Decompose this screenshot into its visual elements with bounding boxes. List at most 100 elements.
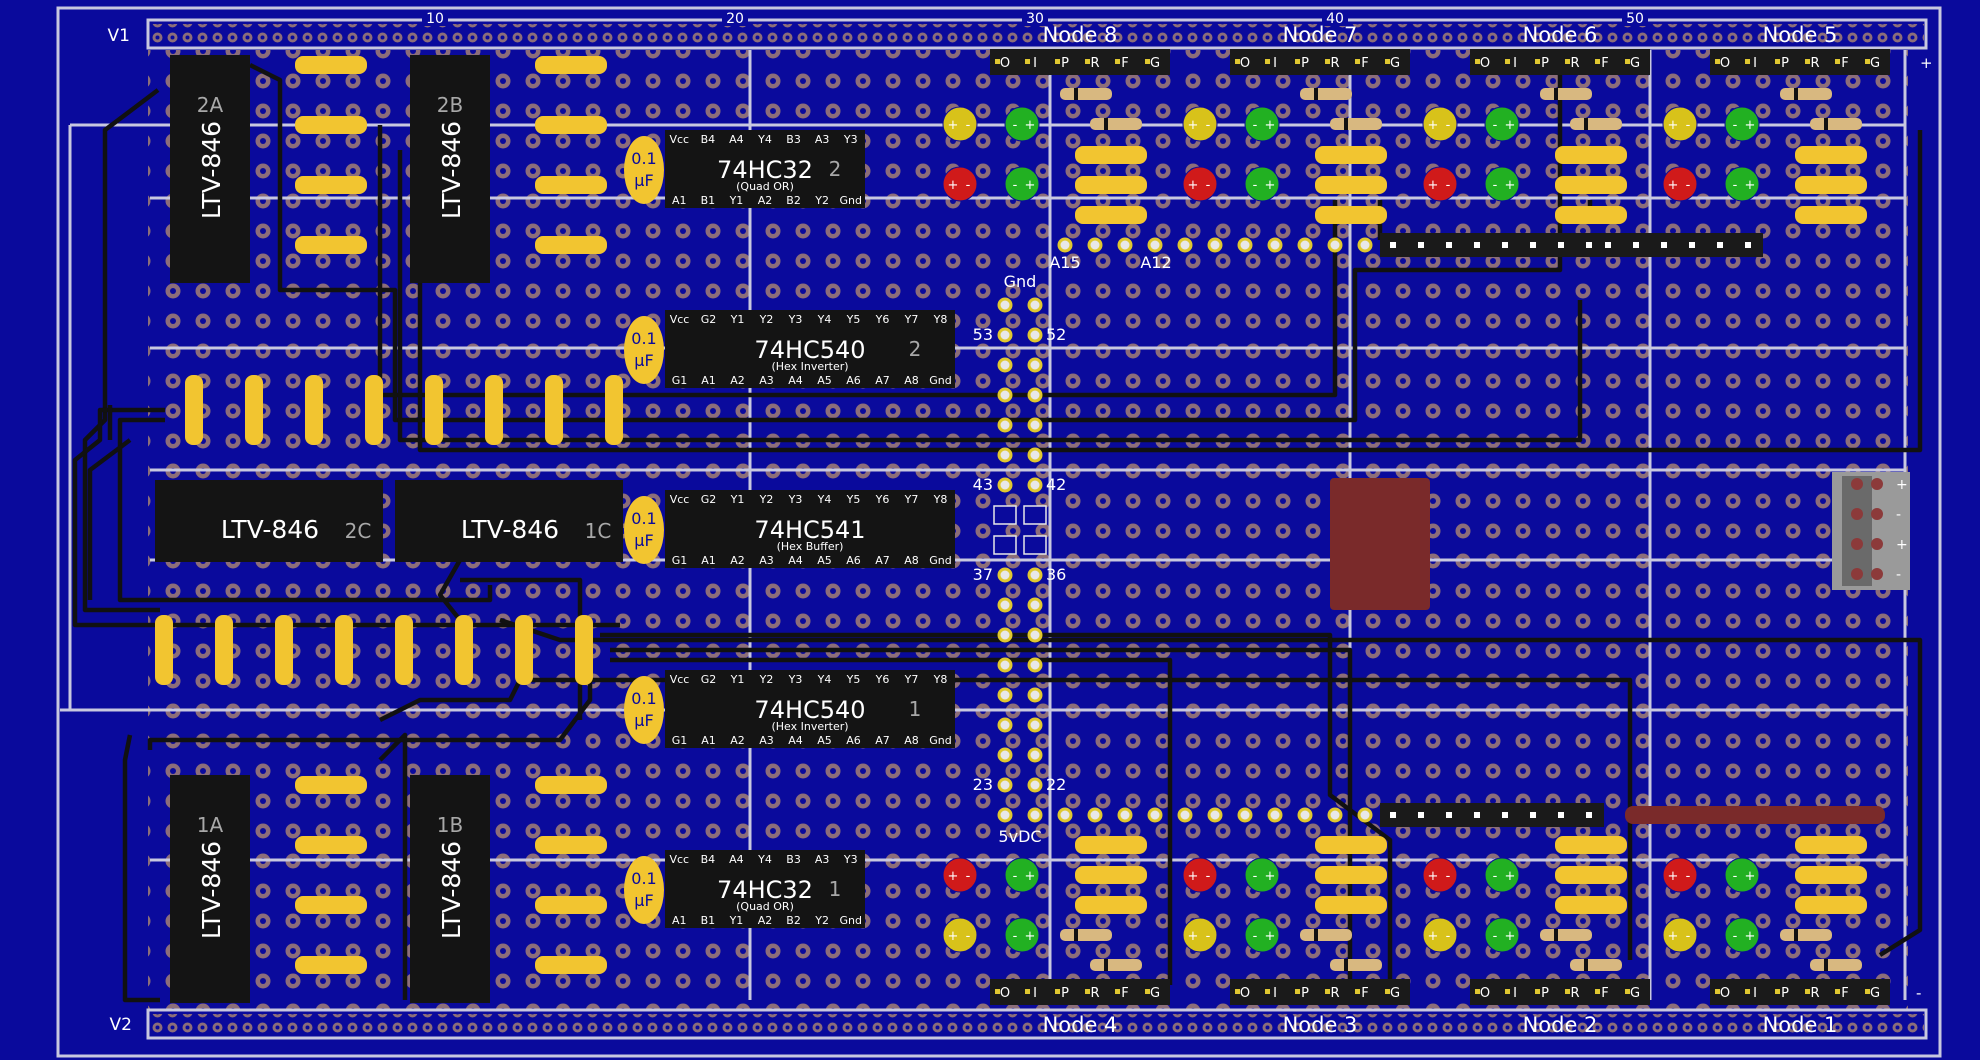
column-numbers: 10 20 30 40 50 [422, 10, 1648, 27]
address-pin [1237, 237, 1253, 253]
led [1422, 106, 1458, 142]
node-title: Node 1 [1763, 1013, 1838, 1037]
opto-part-label: LTV-846 [437, 121, 466, 219]
address-pin [1177, 807, 1193, 823]
opto-unit-label: 2C [345, 519, 372, 543]
optocoupler-1c: LTV-846 1C [395, 480, 623, 562]
cap-unit: µF [634, 171, 653, 190]
node-header-pin-label: G [1390, 56, 1400, 71]
capacitor: 0.1 µF [624, 676, 664, 744]
node-header-pin-label: G [1390, 986, 1400, 1001]
led-polarity: + [1188, 118, 1199, 133]
node-resistor [1315, 206, 1387, 224]
power-connector: + - + - [1832, 472, 1910, 590]
led-polarity: - [1206, 178, 1211, 193]
pin-header-block [1380, 803, 1604, 827]
node-diode [1300, 929, 1352, 941]
address-pin [1057, 237, 1073, 253]
node-resistor [1315, 866, 1387, 884]
led-polarity: + [1505, 869, 1516, 884]
header-pin [1027, 717, 1043, 733]
header-pin [997, 447, 1013, 463]
chip-pin-label: Vcc [670, 673, 690, 686]
led-polarity: + [1025, 929, 1036, 944]
node-diode [1090, 118, 1142, 130]
node-header-pin-label: G [1870, 56, 1880, 71]
led [1004, 857, 1040, 893]
rail-label-v1: V1 [108, 26, 130, 46]
pin-header-contact [1390, 242, 1396, 248]
pin-header-contact [1530, 812, 1536, 818]
node-header-pin-label: R [1090, 986, 1099, 1001]
node-header-pin-label: P [1061, 986, 1069, 1001]
chip-pin-label: Y2 [759, 313, 774, 326]
led-polarity: - [1446, 118, 1451, 133]
header-pin-slot [993, 505, 1017, 525]
led [1182, 106, 1218, 142]
chip-pin-label: A2 [730, 554, 745, 567]
header-pin [997, 777, 1013, 793]
node-header-pin-label: O [1000, 56, 1010, 71]
led [1484, 857, 1520, 893]
chip-unit-label: 1 [829, 877, 842, 901]
chip-pin-label: A8 [904, 554, 919, 567]
column-number: 40 [1326, 11, 1344, 27]
header-pin-slot [993, 535, 1017, 555]
chip-pin-label: A2 [758, 194, 773, 207]
rail-plus-mark: + [1920, 54, 1933, 72]
node-diode [1060, 929, 1112, 941]
led-polarity: - [1013, 178, 1018, 193]
node-header-pin-label: O [1240, 56, 1250, 71]
address-pin [1147, 237, 1163, 253]
cap-unit: µF [634, 531, 653, 550]
node-header-pin-label: F [1121, 986, 1128, 1001]
chip-pin-label: Y5 [846, 493, 861, 506]
header-pin [997, 297, 1013, 313]
led [1244, 857, 1280, 893]
opto-unit-label: 2A [197, 93, 224, 117]
address-pin [1207, 237, 1223, 253]
pin-header-block [1380, 233, 1604, 257]
chip-pin-label: B3 [786, 133, 801, 146]
chip-pin-label: Y1 [730, 493, 745, 506]
chip-pin-label: Y2 [759, 673, 774, 686]
cap-value: 0.1 [631, 689, 656, 708]
chip-pin-label: A6 [846, 554, 861, 567]
node-diode [1090, 959, 1142, 971]
header-label-37: 37 [973, 565, 993, 584]
chip-pin-label: A3 [759, 374, 774, 387]
bottom-rail [146, 1008, 1928, 1040]
chip-pin-label: B2 [786, 194, 801, 207]
node-diode [1540, 929, 1592, 941]
chip-pin-label: B3 [786, 853, 801, 866]
led-polarity: - [1493, 929, 1498, 944]
led-polarity: - [1013, 118, 1018, 133]
chip-desc-label: (Quad OR) [736, 180, 794, 193]
led-polarity: + [1428, 118, 1439, 133]
address-pin [1357, 237, 1373, 253]
header-pin [997, 357, 1013, 373]
header-label-a15: A15 [1049, 253, 1080, 272]
node-header-pin-label: G [1630, 56, 1640, 71]
chip-pin-label: Gnd [929, 734, 951, 747]
chip-pin-label: G2 [701, 673, 717, 686]
pin-header-contact [1390, 812, 1396, 818]
header-pin [1027, 597, 1043, 613]
chip-pin-label: A1 [701, 734, 716, 747]
node-header-pin-label: O [1000, 986, 1010, 1001]
header-pin [1027, 657, 1043, 673]
led-polarity: + [1188, 178, 1199, 193]
node-resistor [1795, 206, 1867, 224]
chip-pin-label: A4 [788, 734, 803, 747]
node-header-pin-label: G [1150, 986, 1160, 1001]
led-polarity: - [1253, 118, 1258, 133]
led-polarity: + [1188, 929, 1199, 944]
header-pin [997, 627, 1013, 643]
chip-pin-label: Y1 [729, 194, 744, 207]
led-polarity: + [1505, 178, 1516, 193]
chip-pin-label: A6 [846, 374, 861, 387]
header-pin [997, 687, 1013, 703]
node-resistor [1075, 896, 1147, 914]
